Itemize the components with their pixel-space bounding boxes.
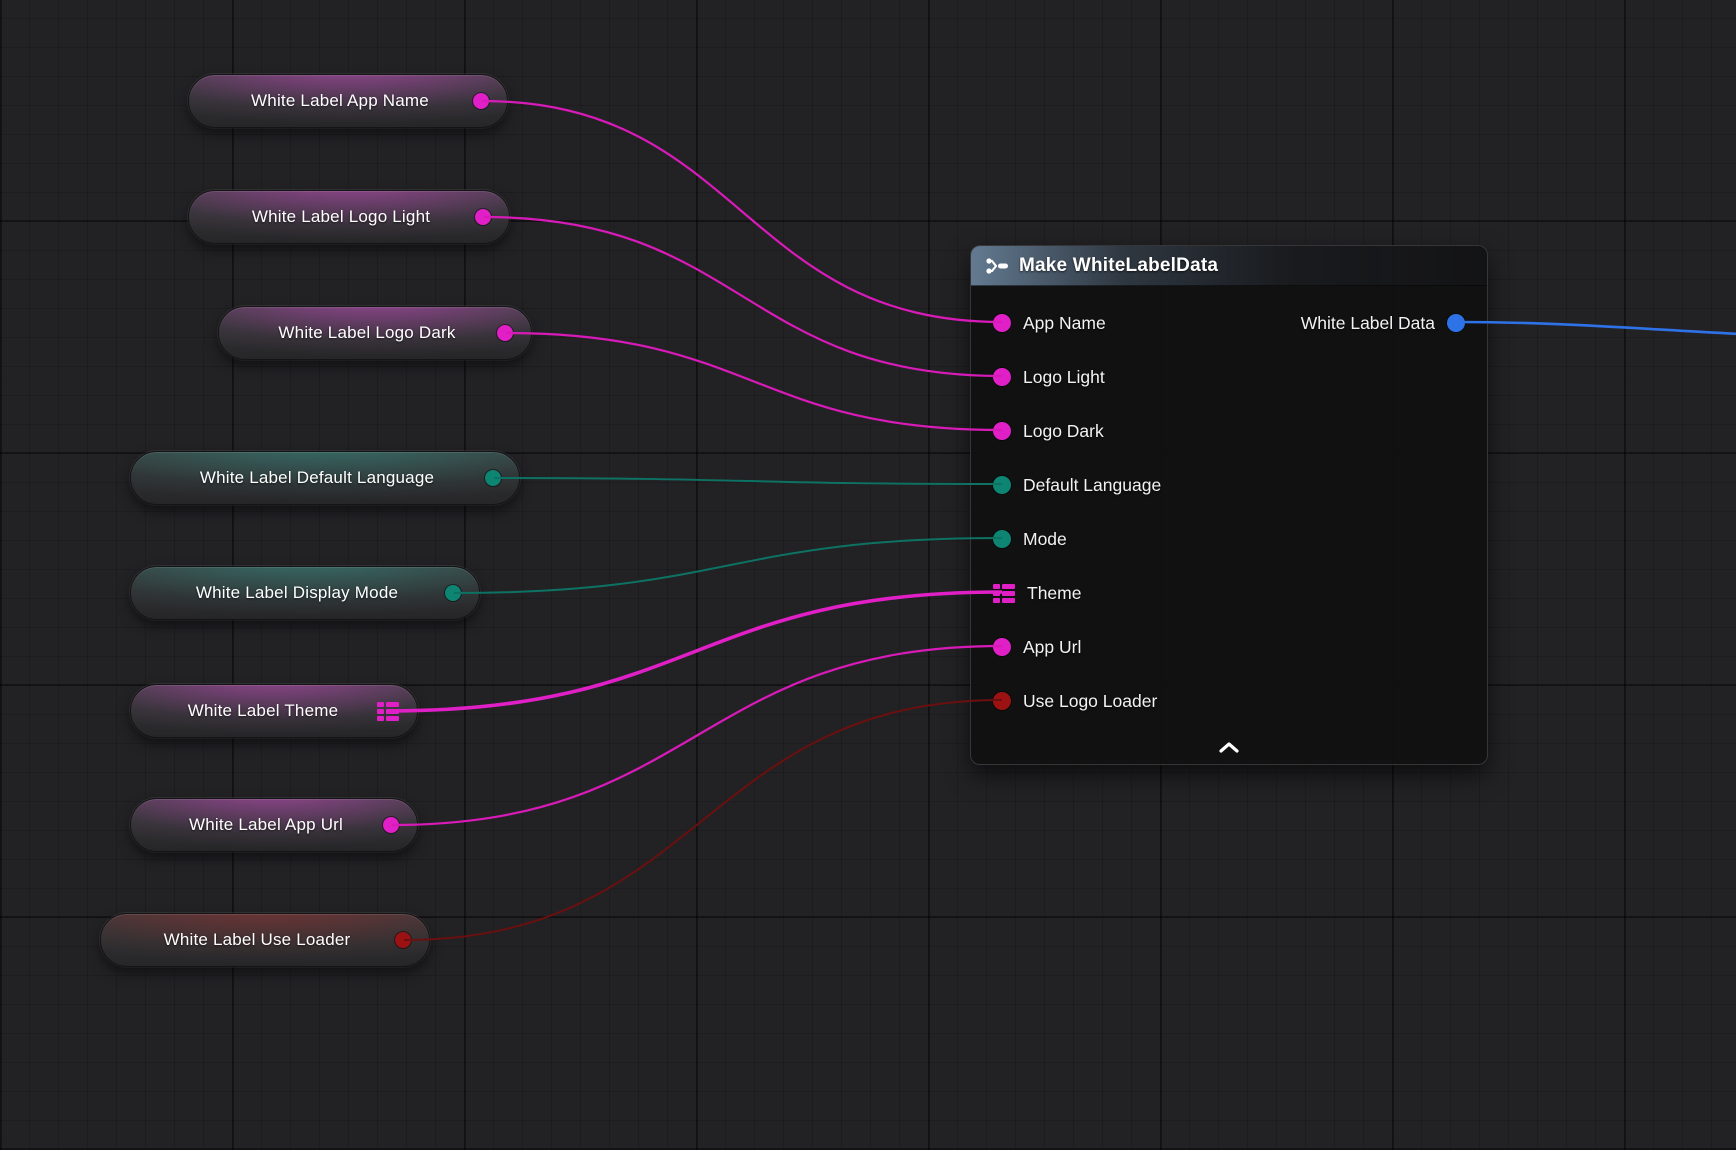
input-pin-default-language[interactable]: Default Language <box>993 475 1161 496</box>
string-input-pin-icon[interactable] <box>993 314 1011 332</box>
pin-row: Logo Dark <box>971 404 1487 458</box>
pin-row: App Url <box>971 620 1487 674</box>
output-pin-white-label-data[interactable]: White Label Data <box>1301 313 1465 334</box>
pin-label: Theme <box>1027 582 1082 603</box>
pin-row: Mode <box>971 512 1487 566</box>
variable-label: White Label Use Loader <box>163 930 351 949</box>
pin-row: Use Logo Loader <box>971 674 1487 728</box>
string-output-pin-icon[interactable] <box>473 93 489 109</box>
pin-label: Default Language <box>1023 474 1162 495</box>
variable-label: White Label App Name <box>251 91 429 110</box>
wire-logo-light[interactable] <box>483 215 1003 378</box>
pin-row: Default Language <box>971 458 1487 512</box>
variable-node-white-label-app-url[interactable]: White Label App Url <box>130 798 418 852</box>
string-input-pin-icon[interactable] <box>993 368 1011 386</box>
make-whitelabeldata-node[interactable]: Make WhiteLabelData App Name White Label… <box>970 245 1488 765</box>
wire-theme[interactable] <box>387 590 1003 713</box>
enum-output-pin-icon[interactable] <box>445 585 461 601</box>
struct-output-pin-icon[interactable] <box>1447 314 1465 332</box>
variable-node-white-label-display-mode[interactable]: White Label Display Mode <box>130 566 480 620</box>
variable-node-white-label-app-name[interactable]: White Label App Name <box>188 74 508 128</box>
variable-label: White Label Theme <box>187 701 339 720</box>
variable-label: White Label Logo Dark <box>278 323 456 342</box>
pin-row: Theme <box>971 566 1487 620</box>
wire-app-url[interactable] <box>391 644 1003 827</box>
input-pin-use-logo-loader[interactable]: Use Logo Loader <box>993 691 1157 712</box>
make-struct-icon <box>986 257 1008 274</box>
string-input-pin-icon[interactable] <box>993 422 1011 440</box>
pin-label: Logo Dark <box>1023 420 1104 441</box>
wire-mode[interactable] <box>453 537 1003 594</box>
pin-row: App Name White Label Data <box>971 296 1487 350</box>
variable-node-white-label-logo-light[interactable]: White Label Logo Light <box>188 190 510 244</box>
input-pin-app-name[interactable]: App Name <box>993 313 1106 334</box>
variable-label: White Label Logo Light <box>251 207 431 226</box>
bool-input-pin-icon[interactable] <box>993 692 1011 710</box>
variable-label: White Label Display Mode <box>195 583 399 602</box>
wire-app-name[interactable] <box>481 99 1003 324</box>
pin-label: App Name <box>1023 312 1106 333</box>
node-header[interactable]: Make WhiteLabelData <box>971 246 1487 286</box>
variable-node-white-label-theme[interactable]: White Label Theme <box>130 684 418 738</box>
string-output-pin-icon[interactable] <box>475 209 491 225</box>
variable-node-white-label-default-language[interactable]: White Label Default Language <box>130 451 520 505</box>
string-output-pin-icon[interactable] <box>383 817 399 833</box>
enum-output-pin-icon[interactable] <box>485 470 501 486</box>
chevron-up-icon <box>1219 741 1239 753</box>
input-pin-app-url[interactable]: App Url <box>993 637 1081 658</box>
node-body: App Name White Label Data Logo Light Log… <box>971 286 1487 728</box>
variable-node-white-label-logo-dark[interactable]: White Label Logo Dark <box>218 306 532 360</box>
input-pin-logo-dark[interactable]: Logo Dark <box>993 421 1104 442</box>
string-input-pin-icon[interactable] <box>993 638 1011 656</box>
struct-grid-input-pin-icon[interactable] <box>993 583 1015 603</box>
variable-label: White Label App Url <box>188 815 344 834</box>
input-pin-logo-light[interactable]: Logo Light <box>993 367 1105 388</box>
input-pin-theme[interactable]: Theme <box>993 583 1081 604</box>
pin-label: Logo Light <box>1023 366 1105 387</box>
pin-label: Use Logo Loader <box>1023 690 1158 711</box>
collapse-node-button[interactable] <box>1209 736 1249 758</box>
pin-label: Mode <box>1023 528 1067 549</box>
bool-output-pin-icon[interactable] <box>395 932 411 948</box>
string-output-pin-icon[interactable] <box>497 325 513 341</box>
pin-label: App Url <box>1023 636 1082 657</box>
enum-input-pin-icon[interactable] <box>993 530 1011 548</box>
wire-use-loader[interactable] <box>403 699 1003 941</box>
wire-white-label-data-output[interactable] <box>1456 320 1736 336</box>
enum-input-pin-icon[interactable] <box>993 476 1011 494</box>
node-title: Make WhiteLabelData <box>1019 254 1219 276</box>
variable-label: White Label Default Language <box>199 468 435 487</box>
pin-label: White Label Data <box>1300 312 1435 333</box>
input-pin-mode[interactable]: Mode <box>993 529 1067 550</box>
struct-grid-output-pin-icon[interactable] <box>377 701 399 721</box>
variable-node-white-label-use-loader[interactable]: White Label Use Loader <box>100 913 430 967</box>
wire-logo-dark[interactable] <box>505 331 1003 432</box>
pin-row: Logo Light <box>971 350 1487 404</box>
wire-default-language[interactable] <box>493 477 1003 485</box>
